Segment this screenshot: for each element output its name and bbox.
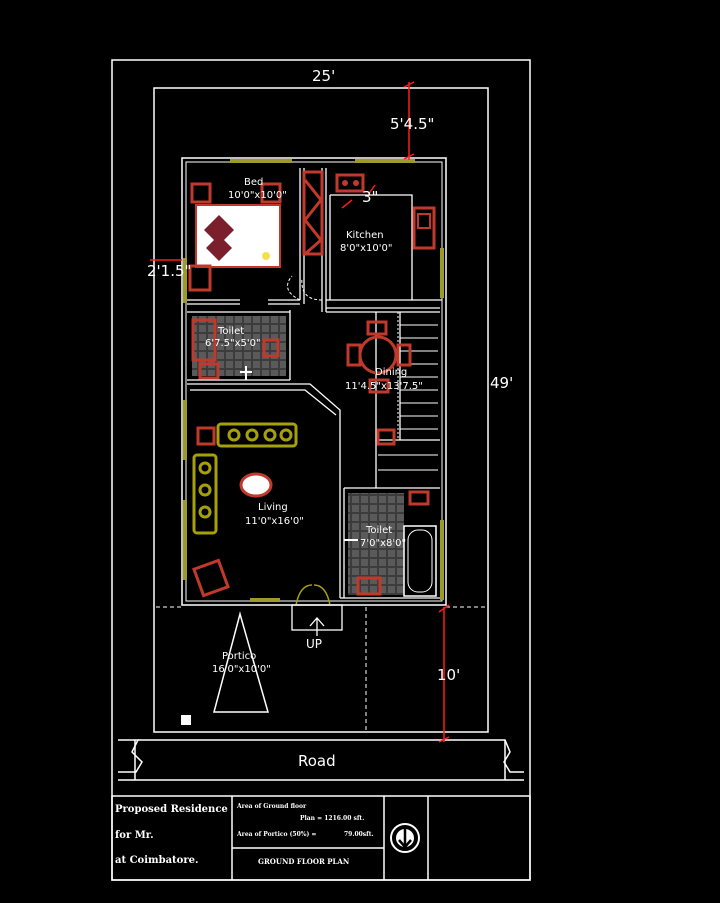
entry-arrow-icon (309, 617, 325, 636)
north-arrow-icon (390, 823, 420, 853)
room-size-portico: 16'0"x10'0" (212, 664, 271, 675)
portico-gable (213, 611, 269, 713)
side-setback-label: 2'1.5" (147, 262, 191, 280)
room-size-toilet1: 6'7.5"x5'0" (205, 338, 261, 349)
room-name-toilet1: Toilet (217, 326, 244, 337)
area-portico-value: 79.00sft. (344, 831, 374, 838)
lamp-post (181, 715, 191, 725)
room-size-bed: 10'0"x10'0" (228, 190, 287, 201)
room-name-bed: Bed (244, 177, 263, 188)
window (440, 248, 444, 298)
room-size-dining: 11'4.5"x13'7.5" (345, 381, 423, 392)
armchair (196, 426, 216, 446)
dining-table (346, 320, 412, 394)
armchair (192, 558, 230, 598)
window (250, 598, 280, 602)
room-size-toilet2: 7'0"x8'0" (360, 538, 406, 549)
window (183, 500, 187, 580)
bathtub (403, 525, 437, 597)
wardrobe (302, 170, 324, 256)
plot-depth-label: 49' (490, 374, 513, 392)
main-door (295, 584, 331, 606)
center-table (239, 472, 273, 498)
title-block (111, 795, 531, 881)
room-size-kitchen: 8'0"x10'0" (340, 243, 392, 254)
room-name-living: Living (258, 502, 288, 513)
title-line-2: for Mr. (115, 830, 154, 841)
gap-label: 3" (362, 188, 378, 206)
window (230, 159, 292, 163)
armchair (376, 428, 396, 446)
sofa-set (192, 422, 298, 535)
title-line-3: at Coimbatore. (115, 855, 198, 866)
front-open-label: 10' (437, 666, 460, 684)
kitchen-fixtures (335, 173, 436, 250)
area-portico-label: Area of Portico (50%) = (236, 831, 316, 838)
plot-width-label: 25' (312, 67, 335, 85)
area-ground-value: Plan = 1216.00 sft. (300, 815, 364, 822)
plot-boundary (153, 87, 489, 733)
staircase (378, 312, 440, 471)
window (440, 520, 444, 600)
room-name-toilet2: Toilet (365, 525, 392, 536)
room-name-dining: Dining (375, 367, 407, 378)
door-swing (287, 275, 301, 301)
window (183, 258, 187, 303)
front-setback-label: 5'4.5" (390, 115, 434, 133)
window (183, 400, 187, 460)
area-ground-label: Area of Ground floor (236, 803, 307, 810)
entry-label: UP (306, 637, 322, 651)
bed-furniture (188, 182, 282, 292)
road-label: Road (298, 752, 336, 770)
toilet-floor-tiles (192, 316, 286, 376)
dimension-lines (150, 81, 450, 743)
window (355, 159, 415, 163)
room-name-kitchen: Kitchen (346, 230, 384, 241)
drawing-title: GROUND FLOOR PLAN (258, 857, 350, 866)
room-size-living: 11'0"x16'0" (245, 516, 304, 527)
title-line-1: Proposed Residence (115, 804, 228, 815)
room-name-portico: Portico (222, 651, 256, 662)
